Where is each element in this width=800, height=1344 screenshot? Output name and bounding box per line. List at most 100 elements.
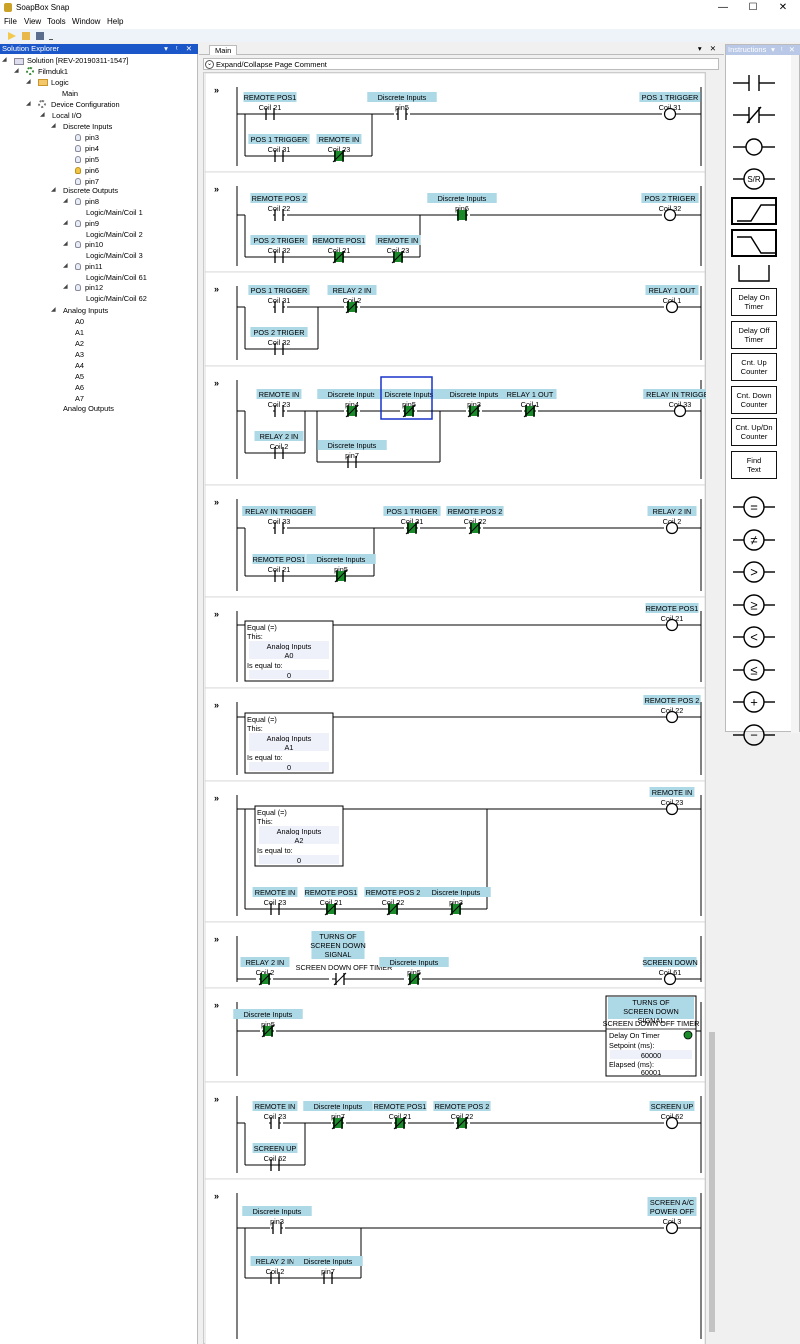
expand-triangle-icon[interactable]: ◢: [26, 79, 31, 85]
tree-output-pin[interactable]: pin10: [85, 240, 104, 249]
output-coil[interactable]: [663, 208, 677, 222]
toolbar-overflow-icon[interactable]: [49, 32, 53, 40]
tree-discrete-inputs[interactable]: Discrete Inputs: [63, 122, 113, 131]
tree-output-coil[interactable]: Logic/Main/Coil 62: [86, 294, 147, 303]
output-coil[interactable]: [665, 618, 679, 632]
not-equal-icon[interactable]: ≠: [731, 526, 777, 554]
coil-icon[interactable]: [731, 133, 777, 161]
rung-marker-icon[interactable]: »: [214, 793, 219, 803]
tree-project[interactable]: Filmduk1: [38, 67, 68, 76]
tree-output-coil[interactable]: Logic/Main/Coil 3: [86, 251, 143, 260]
expand-collapse-bar[interactable]: ⌄ Expand/Collapse Page Comment: [203, 58, 719, 70]
rung-marker-icon[interactable]: »: [214, 609, 219, 619]
expand-triangle-icon[interactable]: ◢: [14, 68, 19, 74]
output-coil[interactable]: [665, 1116, 679, 1130]
tree-analog-inputs[interactable]: Analog Inputs: [63, 306, 109, 315]
tree-analog-channel[interactable]: A3: [75, 350, 85, 359]
expand-triangle-icon[interactable]: ◢: [51, 123, 56, 129]
rung-2[interactable]: [204, 171, 706, 273]
rung-marker-icon[interactable]: »: [214, 1000, 219, 1010]
tree-local-io[interactable]: Local I/O: [52, 111, 82, 120]
less-icon[interactable]: <: [731, 623, 777, 651]
tree-input-pin[interactable]: pin4: [85, 144, 99, 153]
maximize-button[interactable]: ☐: [748, 2, 758, 13]
rung-marker-icon[interactable]: »: [214, 1094, 219, 1104]
rung-5[interactable]: [204, 484, 706, 598]
add-icon[interactable]: +: [731, 688, 777, 716]
rung-marker-icon[interactable]: »: [214, 497, 219, 507]
output-coil[interactable]: [665, 802, 679, 816]
tree-analog-channel[interactable]: A1: [75, 328, 85, 337]
less-equal-icon[interactable]: ≤: [731, 656, 777, 684]
rung-1[interactable]: [204, 73, 706, 173]
scroll-thumb[interactable]: [709, 1032, 715, 1332]
rung-9[interactable]: [204, 921, 706, 989]
chevron-down-icon[interactable]: ⌄: [205, 60, 214, 69]
rung-marker-icon[interactable]: »: [214, 184, 219, 194]
output-coil[interactable]: [665, 300, 679, 314]
menu-help[interactable]: Help: [107, 17, 124, 26]
rung-marker-icon[interactable]: »: [214, 284, 219, 294]
instructions-controls[interactable]: ▾ ᵗ ✕: [771, 45, 797, 54]
tree-discrete-outputs[interactable]: Discrete Outputs: [63, 186, 119, 195]
tree-analog-channel[interactable]: A6: [75, 383, 85, 392]
tree-output-pin[interactable]: pin12: [85, 283, 104, 292]
no-contact-icon[interactable]: [731, 69, 777, 97]
tree-output-pin[interactable]: pin11: [85, 261, 103, 271]
instructions-scrollbar[interactable]: [791, 55, 799, 733]
subtract-icon[interactable]: −: [731, 721, 777, 749]
menu-window[interactable]: Window: [72, 17, 101, 26]
expand-triangle-icon[interactable]: ◢: [63, 284, 68, 290]
tree-output-coil[interactable]: Logic/Main/Coil 1: [86, 208, 143, 217]
tab-main[interactable]: Main: [209, 45, 238, 55]
output-coil[interactable]: [663, 972, 677, 986]
rung-marker-icon[interactable]: »: [214, 700, 219, 710]
tree-main[interactable]: Main: [62, 89, 79, 98]
expand-triangle-icon[interactable]: ◢: [40, 112, 45, 118]
tab-controls[interactable]: ▾ ✕: [697, 44, 719, 53]
nc-contact-icon[interactable]: [731, 101, 777, 129]
output-coil[interactable]: [665, 1221, 679, 1235]
expand-triangle-icon[interactable]: ◢: [26, 101, 31, 107]
tree-analog-channel[interactable]: A0: [75, 317, 85, 326]
menu-view[interactable]: View: [24, 17, 42, 26]
tree-device-configuration[interactable]: Device Configuration: [51, 100, 120, 109]
tree-solution[interactable]: Solution [REV-20190311-1547]: [27, 56, 129, 65]
tree-input-pin[interactable]: pin3: [85, 133, 99, 142]
greater-equal-icon[interactable]: ≥: [731, 591, 777, 619]
tree-output-pin[interactable]: pin8: [85, 197, 99, 206]
output-coil[interactable]: [673, 404, 687, 418]
tree-logic[interactable]: Logic: [51, 78, 69, 87]
rung-marker-icon[interactable]: »: [214, 1191, 219, 1201]
save-icon[interactable]: [36, 32, 44, 40]
equal-icon[interactable]: =: [731, 493, 777, 521]
expand-triangle-icon[interactable]: ◢: [51, 307, 56, 313]
rung-marker-icon[interactable]: »: [214, 934, 219, 944]
tree-input-pin[interactable]: pin7: [85, 177, 99, 186]
tree-output-coil[interactable]: Logic/Main/Coil 61: [86, 272, 147, 282]
set-reset-coil-icon[interactable]: S/R: [731, 165, 777, 193]
output-coil[interactable]: [665, 710, 679, 724]
rung-marker-icon[interactable]: »: [214, 85, 219, 95]
falling-edge-icon[interactable]: [731, 229, 777, 257]
tree-analog-outputs[interactable]: Analog Outputs: [63, 404, 114, 413]
output-coil[interactable]: [663, 107, 677, 121]
expand-triangle-icon[interactable]: ◢: [51, 187, 56, 193]
greater-icon[interactable]: >: [731, 558, 777, 586]
expand-triangle-icon[interactable]: ◢: [63, 241, 68, 247]
tree-analog-channel[interactable]: A5: [75, 372, 85, 381]
rung-11[interactable]: [204, 1081, 706, 1180]
solution-explorer-controls[interactable]: ▾ ᵗ ✕: [164, 44, 195, 53]
rising-edge-icon[interactable]: [731, 197, 777, 225]
selection-highlight[interactable]: [380, 376, 433, 420]
minimize-button[interactable]: —: [718, 2, 728, 13]
rung-4[interactable]: [204, 365, 706, 486]
expand-triangle-icon[interactable]: ◢: [63, 262, 68, 269]
expand-triangle-icon[interactable]: ◢: [63, 198, 68, 204]
